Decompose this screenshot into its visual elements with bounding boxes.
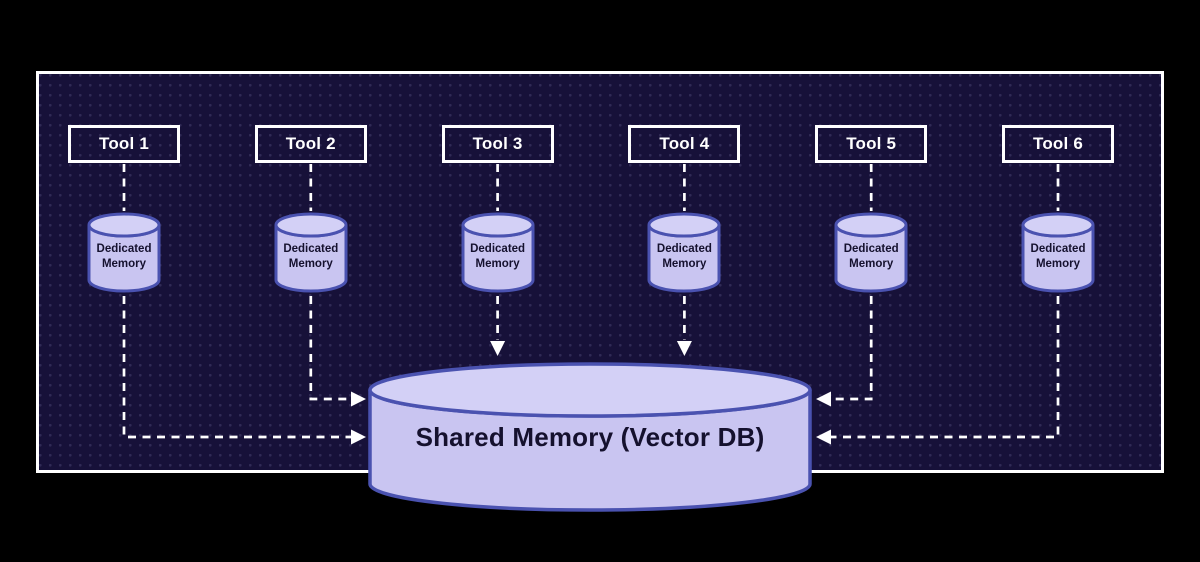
tool-label: Tool 6 [1033, 134, 1083, 153]
tool-label: Tool 1 [99, 134, 149, 153]
tool-label: Tool 4 [659, 134, 710, 153]
dedicated-memory-node: Dedicated Memory [1021, 212, 1095, 294]
database-cylinder-icon [834, 212, 908, 293]
database-cylinder-icon [461, 212, 535, 293]
database-cylinder-icon [368, 362, 812, 512]
tool-label: Tool 5 [846, 134, 897, 153]
dedicated-memory-label: Dedicated Memory [843, 243, 899, 270]
tool-box: Tool 5 [815, 125, 928, 163]
dedicated-memory-label: Dedicated Memory [1030, 243, 1086, 270]
dedicated-memory-label: Dedicated Memory [283, 243, 339, 270]
database-cylinder-icon [87, 212, 161, 293]
dedicated-memory-node: Dedicated Memory [834, 212, 908, 294]
database-cylinder-icon [1021, 212, 1095, 293]
shared-memory-label: Shared Memory (Vector DB) [415, 421, 765, 452]
database-cylinder-icon [647, 212, 721, 293]
tool-label: Tool 3 [472, 134, 523, 153]
tool-box: Tool 6 [1002, 125, 1114, 163]
tool-label: Tool 2 [285, 134, 336, 153]
dedicated-memory-node: Dedicated Memory [87, 212, 161, 294]
dedicated-memory-label: Dedicated Memory [656, 243, 712, 270]
tool-box: Tool 2 [254, 125, 367, 163]
dedicated-memory-label: Dedicated Memory [96, 243, 152, 270]
dedicated-memory-node: Dedicated Memory [647, 212, 721, 294]
database-cylinder-icon [274, 212, 348, 293]
shared-memory-node: Shared Memory (Vector DB) [367, 361, 813, 513]
tool-box: Tool 1 [68, 125, 180, 163]
dedicated-memory-node: Dedicated Memory [274, 212, 348, 294]
tool-box: Tool 3 [441, 125, 554, 163]
tool-box: Tool 4 [628, 125, 741, 163]
dedicated-memory-label: Dedicated Memory [470, 243, 526, 270]
dedicated-memory-node: Dedicated Memory [461, 212, 535, 294]
